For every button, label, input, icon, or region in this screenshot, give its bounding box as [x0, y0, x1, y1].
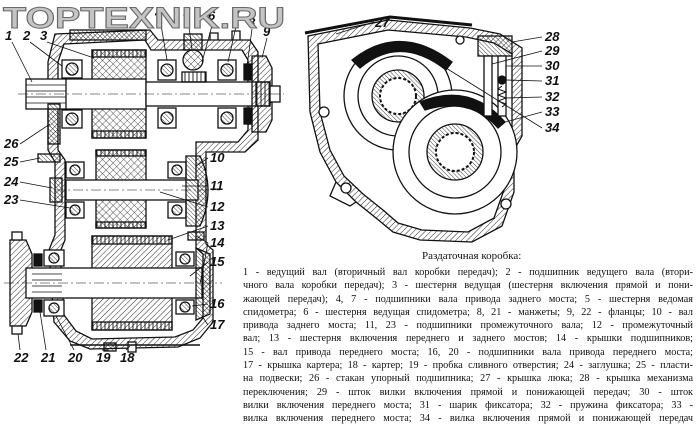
caption-line: вилка включения переднего моста; 34 - ви…	[243, 413, 693, 425]
shift-mechanism-drawing	[304, 15, 523, 243]
speedometer-driven-gear	[182, 49, 204, 71]
rear-seal	[243, 63, 253, 81]
callout-label-14: 14	[210, 235, 225, 250]
front-flange	[9, 239, 33, 327]
hatch-cover	[69, 29, 147, 41]
callout-label-33: 33	[545, 104, 560, 119]
callout-label-10: 10	[210, 150, 225, 165]
callout-label-28: 28	[544, 29, 560, 44]
callout-label-6: 6	[208, 8, 216, 23]
callout-label-31: 31	[545, 73, 559, 88]
transfer-case-section-drawing	[4, 29, 284, 353]
caption-line: привода заднего моста; 11, 23 - подшипни…	[243, 320, 693, 332]
leader-lines	[11, 18, 543, 351]
callout-label-5: 5	[183, 5, 191, 20]
callout-label-23: 23	[3, 192, 19, 207]
callout-label-27: 27	[374, 15, 390, 30]
callout-label-32: 32	[545, 89, 560, 104]
fork-direct-low	[351, 40, 453, 71]
callout-label-18: 18	[120, 350, 135, 365]
drain-plug	[103, 342, 117, 352]
callout-label-3: 3	[40, 28, 48, 43]
caption-line: вилки включения переднего моста; 31 - ша…	[243, 399, 693, 411]
detent-spring	[496, 85, 508, 108]
callout-label-9: 9	[263, 24, 271, 39]
callout-label-22: 22	[13, 350, 29, 365]
caption-line: 15 - вал привода переднего моста; 16, 20…	[243, 346, 693, 358]
caption-line: на подвески; 26 - стакан упорный подшипн…	[243, 373, 693, 385]
case-cover	[195, 247, 211, 321]
callout-label-19: 19	[96, 350, 111, 365]
caption-line: чного вала коробки передач); 3 - шестерн…	[243, 280, 693, 292]
callout-label-20: 20	[67, 350, 83, 365]
callout-label-8: 8	[248, 15, 256, 30]
rod-direct-low	[483, 55, 493, 117]
hatch-lid	[304, 15, 473, 35]
callout-label-7: 7	[232, 8, 240, 23]
caption-line: вал; 13 - шестерня включения переднего и…	[243, 333, 693, 345]
front-seal	[33, 253, 43, 267]
callout-label-24: 24	[3, 174, 19, 189]
callout-label-17: 17	[210, 317, 225, 332]
speedometer-drive-gear	[181, 71, 207, 83]
speedometer-housing	[183, 33, 203, 51]
bearing-stakan	[47, 103, 61, 145]
fork-front-axle	[419, 94, 506, 129]
callout-label-25: 25	[3, 154, 19, 169]
callout-label-34: 34	[545, 120, 560, 135]
intermediate-cover	[185, 155, 209, 227]
shift-cover	[477, 35, 513, 57]
caption-line: спидометра; 6 - шестерня ведущая спидоме…	[243, 306, 693, 318]
callout-label-4: 4	[154, 5, 163, 20]
callout-label-21: 21	[40, 350, 55, 365]
callout-label-15: 15	[210, 254, 225, 269]
callout-label-12: 12	[210, 199, 225, 214]
callout-label-13: 13	[210, 218, 225, 233]
caption-title: Раздаточная коробка:	[422, 250, 522, 262]
callout-labels: 1 2 3 4 5 6 7 8 9 10 11 12 13 14 15 16 1…	[3, 5, 560, 365]
caption-line: переключения; 29 - шток вилки включения …	[243, 386, 693, 398]
detent-ball	[497, 75, 507, 85]
callout-label-2: 2	[22, 28, 31, 43]
caption-legend: 1 - ведущий вал (вторичный вал коробки п…	[243, 266, 693, 426]
callout-label-16: 16	[210, 296, 225, 311]
watermark: TOPTEXNIK.RU	[3, 2, 285, 35]
suspension-plate	[37, 153, 61, 163]
callout-label-26: 26	[3, 136, 19, 151]
caption-line: жающей передач); 4, 7 - подшипники вала …	[243, 293, 693, 305]
callout-label-11: 11	[210, 178, 224, 193]
callout-label-30: 30	[545, 58, 560, 73]
caption-line: 17 - крышка картера; 18 - картер; 19 - п…	[243, 360, 693, 372]
caption-line: 1 - ведущий вал (вторичный вал коробки п…	[243, 267, 693, 278]
callout-label-29: 29	[544, 43, 560, 58]
callout-label-1: 1	[5, 28, 12, 43]
